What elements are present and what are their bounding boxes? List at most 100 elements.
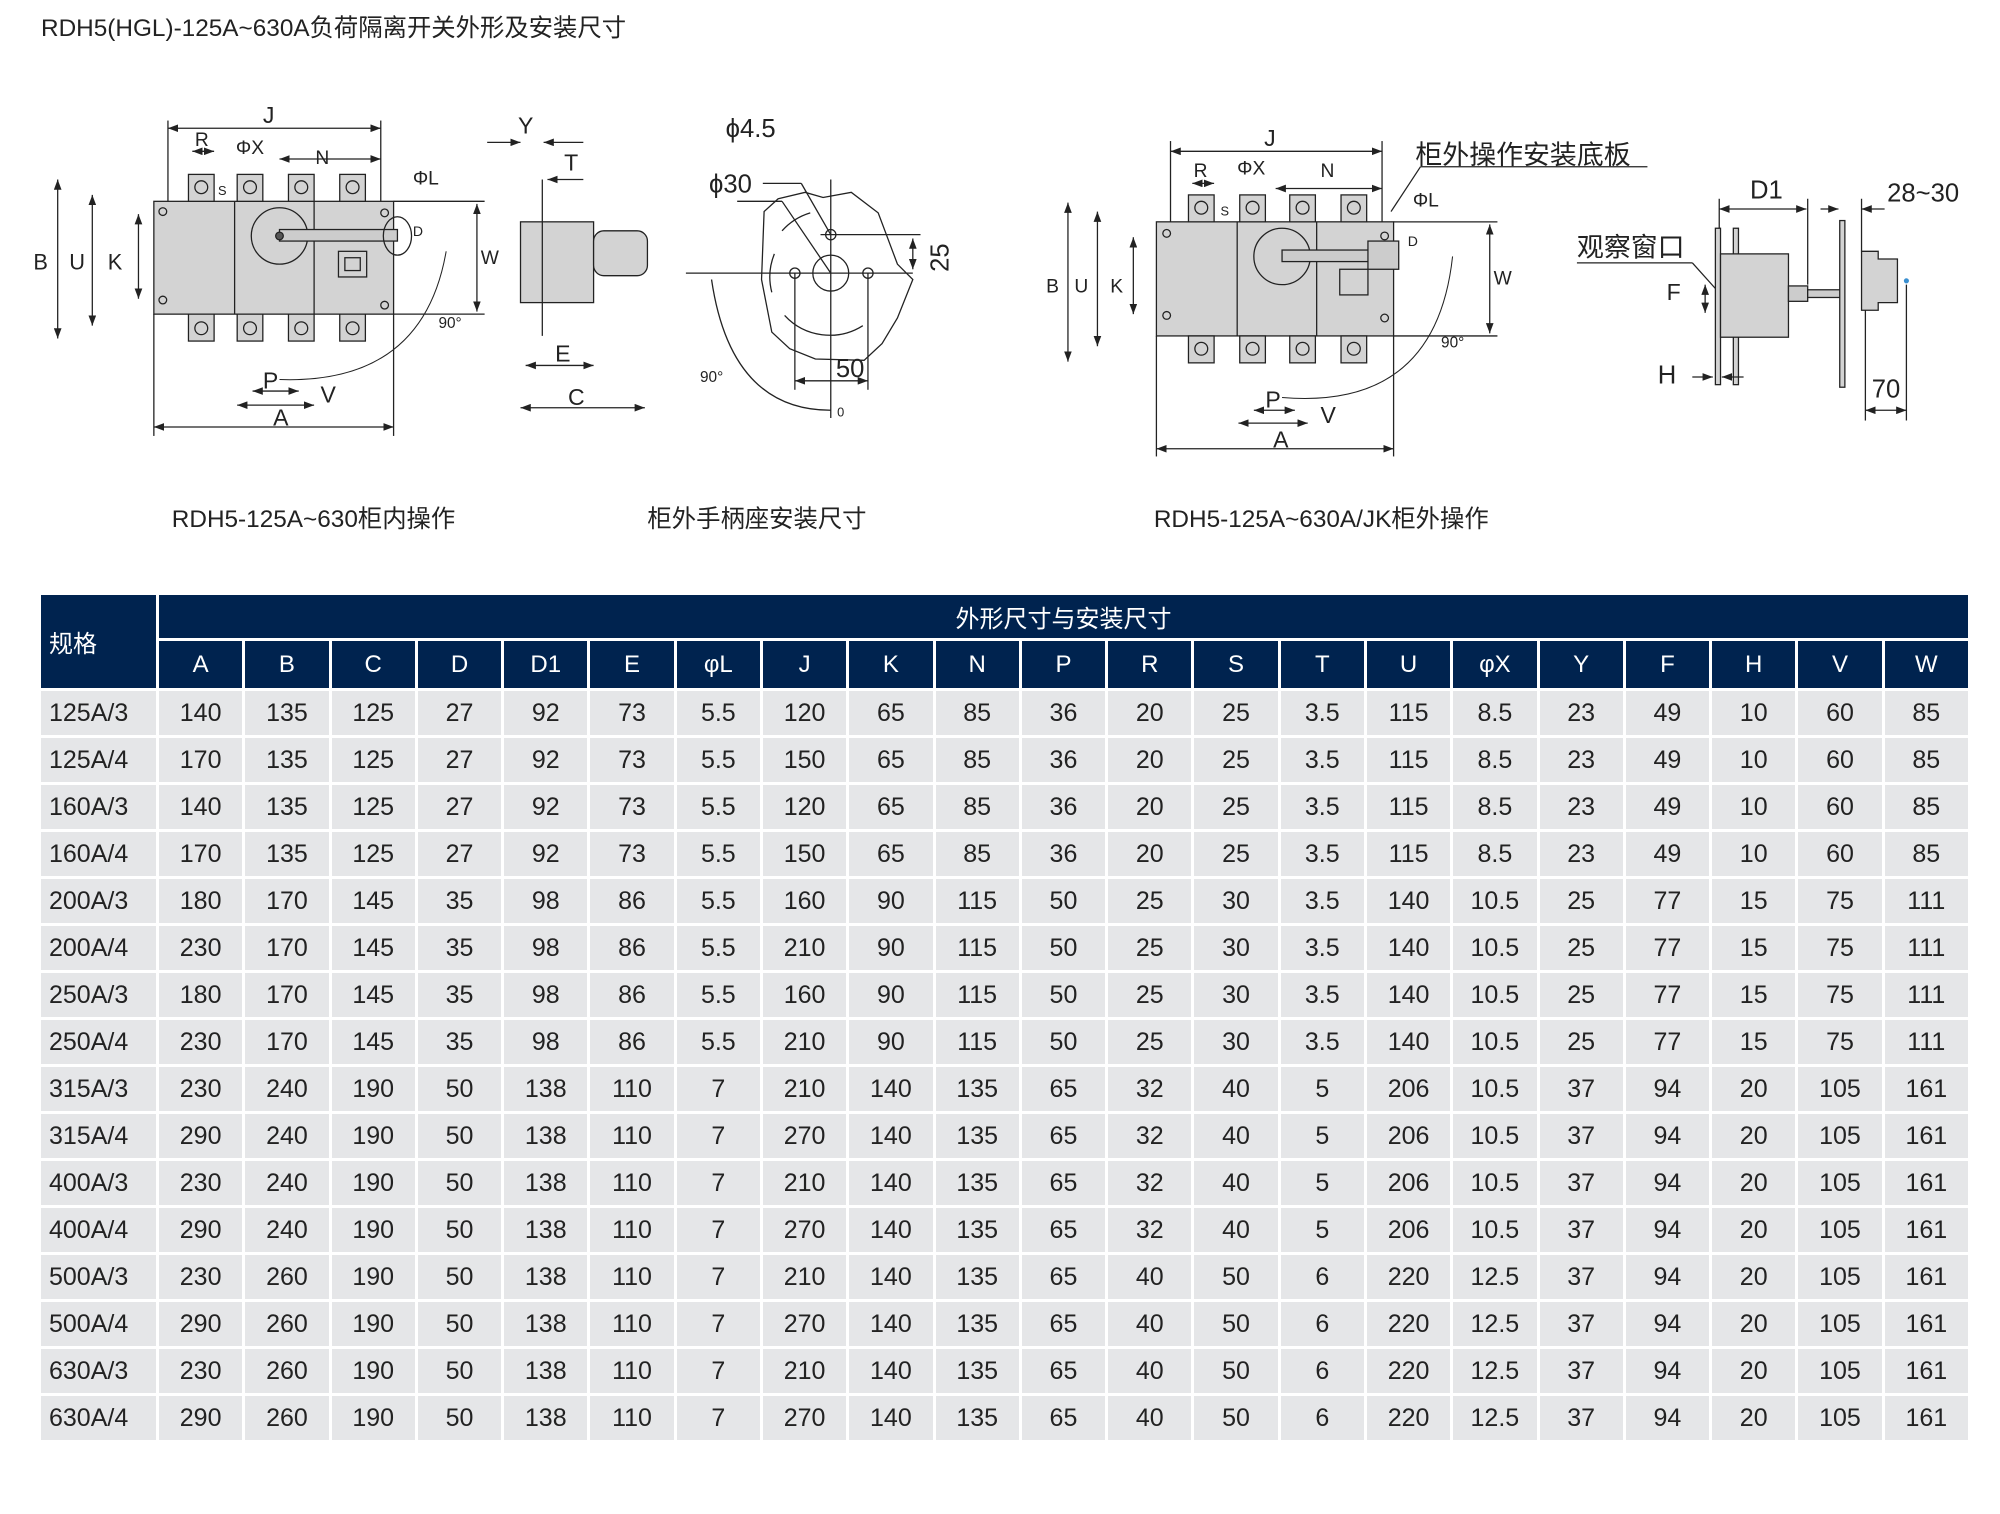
value-cell: 3.5 xyxy=(1277,970,1367,1020)
value-cell: 94 xyxy=(1622,1064,1713,1114)
value-cell: 6 xyxy=(1277,1252,1367,1302)
value-cell: 27 xyxy=(414,829,505,879)
spec-cell: 200A/3 xyxy=(38,876,159,926)
column-header: φX xyxy=(1450,638,1540,691)
svg-text:U: U xyxy=(1074,276,1088,297)
value-cell: 30 xyxy=(1191,1017,1281,1067)
value-cell: 85 xyxy=(932,782,1022,832)
svg-text:90°: 90° xyxy=(700,369,723,386)
value-cell: 12.5 xyxy=(1450,1346,1540,1396)
value-cell: 37 xyxy=(1536,1393,1626,1443)
value-cell: 20 xyxy=(1105,688,1195,738)
value-cell: 5.5 xyxy=(673,970,763,1020)
svg-text:D: D xyxy=(1408,233,1418,249)
value-cell: 160 xyxy=(759,876,850,926)
column-header: F xyxy=(1622,638,1713,691)
svg-text:K: K xyxy=(1110,276,1123,297)
value-cell: 20 xyxy=(1709,1393,1799,1443)
value-cell: 145 xyxy=(328,1017,418,1067)
value-cell: 7 xyxy=(673,1346,763,1396)
value-cell: 105 xyxy=(1795,1346,1885,1396)
value-cell: 75 xyxy=(1795,923,1885,973)
value-cell: 36 xyxy=(1018,782,1109,832)
value-cell: 65 xyxy=(846,829,936,879)
value-cell: 90 xyxy=(846,923,936,973)
value-cell: 7 xyxy=(673,1252,763,1302)
value-cell: 30 xyxy=(1191,970,1281,1020)
value-cell: 290 xyxy=(155,1205,246,1255)
value-cell: 270 xyxy=(759,1393,850,1443)
value-cell: 138 xyxy=(501,1299,591,1349)
value-cell: 140 xyxy=(846,1111,936,1161)
value-cell: 145 xyxy=(328,923,418,973)
value-cell: 240 xyxy=(242,1205,332,1255)
value-cell: 32 xyxy=(1105,1064,1195,1114)
value-cell: 5 xyxy=(1277,1158,1367,1208)
value-cell: 3.5 xyxy=(1277,876,1367,926)
svg-text:K: K xyxy=(108,249,123,274)
svg-text:F: F xyxy=(1667,279,1681,305)
svg-text:N: N xyxy=(1321,161,1335,182)
svg-text:ΦX: ΦX xyxy=(236,138,264,159)
value-cell: 10.5 xyxy=(1450,876,1540,926)
value-cell: 260 xyxy=(242,1299,332,1349)
value-cell: 3.5 xyxy=(1277,735,1367,785)
value-cell: 94 xyxy=(1622,1205,1713,1255)
svg-text:U: U xyxy=(69,249,85,274)
value-cell: 20 xyxy=(1105,829,1195,879)
value-cell: 135 xyxy=(932,1111,1022,1161)
column-header: C xyxy=(328,638,418,691)
value-cell: 60 xyxy=(1795,688,1885,738)
svg-text:ΦL: ΦL xyxy=(413,169,439,190)
svg-text:0: 0 xyxy=(837,405,844,420)
value-cell: 92 xyxy=(501,829,591,879)
value-cell: 36 xyxy=(1018,688,1109,738)
value-cell: 220 xyxy=(1363,1252,1454,1302)
svg-text:C: C xyxy=(568,384,585,410)
value-cell: 170 xyxy=(242,876,332,926)
value-cell: 10 xyxy=(1709,829,1799,879)
column-header: U xyxy=(1363,638,1454,691)
value-cell: 105 xyxy=(1795,1393,1885,1443)
value-cell: 65 xyxy=(846,735,936,785)
value-cell: 23 xyxy=(1536,735,1626,785)
value-cell: 92 xyxy=(501,782,591,832)
value-cell: 92 xyxy=(501,735,591,785)
value-cell: 110 xyxy=(587,1064,677,1114)
value-cell: 105 xyxy=(1795,1064,1885,1114)
value-cell: 161 xyxy=(1881,1393,1972,1443)
value-cell: 206 xyxy=(1363,1111,1454,1161)
value-cell: 94 xyxy=(1622,1346,1713,1396)
svg-text:D: D xyxy=(413,223,423,239)
value-cell: 85 xyxy=(932,829,1022,879)
value-cell: 115 xyxy=(932,876,1022,926)
value-cell: 190 xyxy=(328,1252,418,1302)
value-cell: 6 xyxy=(1277,1299,1367,1349)
value-cell: 135 xyxy=(932,1252,1022,1302)
svg-text:V: V xyxy=(1321,402,1337,428)
value-cell: 60 xyxy=(1795,735,1885,785)
column-header: J xyxy=(759,638,850,691)
value-cell: 5.5 xyxy=(673,1017,763,1067)
value-cell: 138 xyxy=(501,1252,591,1302)
value-cell: 3.5 xyxy=(1277,923,1367,973)
value-cell: 140 xyxy=(846,1346,936,1396)
value-cell: 180 xyxy=(155,970,246,1020)
value-cell: 135 xyxy=(932,1299,1022,1349)
value-cell: 160 xyxy=(759,970,850,1020)
diagram-handle-mount xyxy=(685,179,921,418)
value-cell: 110 xyxy=(587,1393,677,1443)
value-cell: 230 xyxy=(155,1252,246,1302)
value-cell: 138 xyxy=(501,1346,591,1396)
value-cell: 23 xyxy=(1536,829,1626,879)
value-cell: 145 xyxy=(328,876,418,926)
value-cell: 7 xyxy=(673,1064,763,1114)
value-cell: 77 xyxy=(1622,923,1713,973)
value-cell: 32 xyxy=(1105,1158,1195,1208)
